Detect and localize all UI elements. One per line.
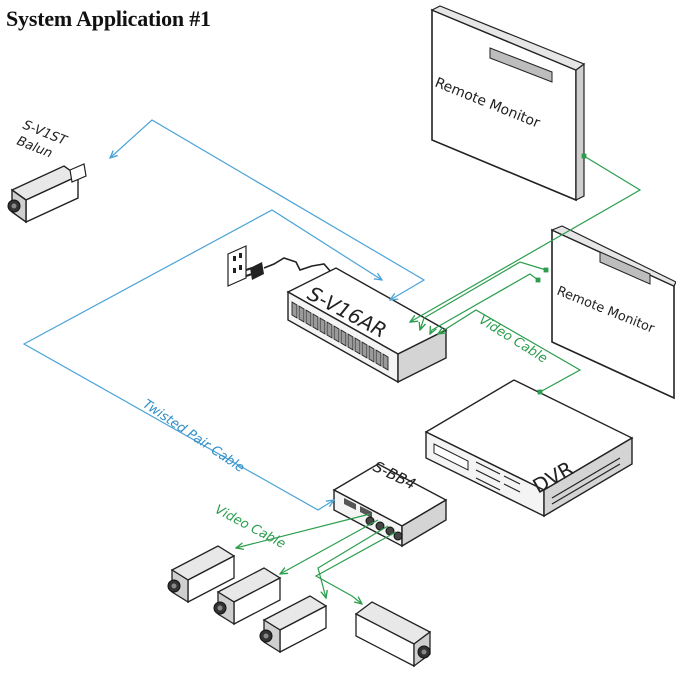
balun-camera: S-V1ST Balun [7,118,87,224]
remote-monitor-1: Remote Monitor [430,5,586,202]
page-title: System Application #1 [6,6,211,31]
camera-icon [167,545,236,604]
twisted-pair-cable-label: Twisted Pair Cable [140,397,247,476]
video-cable-upper-label: Video Cable [476,313,550,367]
dvr-recorder: DVR [424,379,634,518]
camera-icon [259,595,328,654]
camera-icon [213,567,282,626]
remote-monitor-2: Remote Monitor [550,225,676,400]
s-bb4-device: S-BB4 [332,457,448,548]
s-v16ar-receiver: S-V16AR [286,267,448,384]
video-cables [236,156,642,604]
twisted-pair-cables [22,119,426,511]
power-outlet-icon [227,245,247,287]
camera-icon [354,601,432,668]
